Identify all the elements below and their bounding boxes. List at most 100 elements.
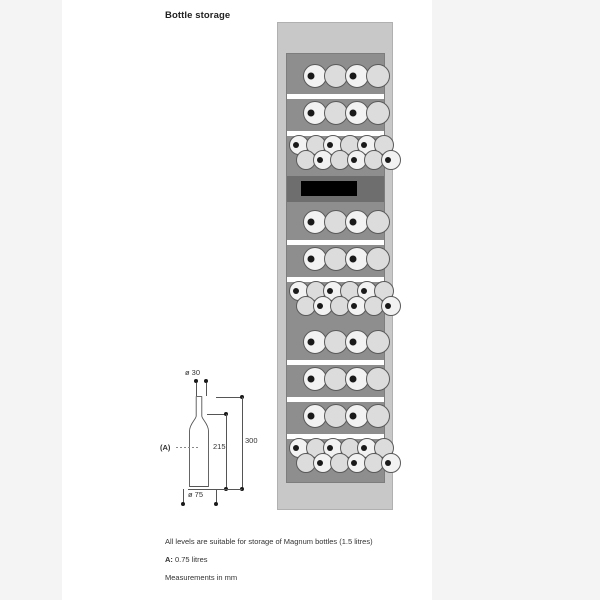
shelf-row (287, 134, 401, 176)
bottle-cap-icon (349, 375, 357, 383)
shelf-bar (287, 94, 384, 99)
bottle-cap-icon (360, 288, 367, 294)
shelf-row (287, 176, 384, 202)
bottle-cap-icon (316, 303, 323, 309)
bottle (303, 64, 327, 88)
cabinet-interior (286, 53, 401, 483)
bottle (313, 150, 333, 170)
bottle-cap-icon (384, 157, 391, 163)
bottle-cap-icon (307, 375, 315, 383)
base-dim-dot-left (181, 502, 185, 506)
total-height-label: 300 (245, 436, 258, 445)
shelf-bar (287, 131, 384, 136)
bottle (347, 296, 367, 316)
shelf-row (287, 437, 401, 479)
display-panel[interactable] (301, 181, 357, 196)
bottle-cap-icon (316, 157, 323, 163)
bottle-outline-icon (189, 396, 209, 487)
bottle-cap-icon (316, 460, 323, 466)
bottle (345, 404, 369, 428)
neck-dim-dot-right (204, 379, 208, 383)
total-height-dim-line (241, 396, 243, 489)
base-ext-line-left (182, 489, 184, 503)
bottle-cap-icon (307, 412, 315, 420)
bottle-cap-icon (349, 109, 357, 117)
bottle-cap-icon (307, 338, 315, 346)
bottle (313, 296, 333, 316)
baseline-ext-line (188, 488, 242, 490)
shelf-row (287, 280, 401, 322)
shelf-row (287, 97, 390, 136)
footnote-a-key: A: (165, 555, 173, 564)
bottle (303, 404, 327, 428)
base-dim-dot-right (214, 502, 218, 506)
bottle-cap-icon (307, 255, 315, 263)
neck-ext-line-left (195, 383, 197, 396)
bottle (345, 64, 369, 88)
bottle (366, 247, 390, 271)
bottle-cap-icon (349, 72, 357, 80)
footnote-a-value: 0.75 litres (172, 555, 208, 564)
bottle-cap-icon (349, 255, 357, 263)
bottle (366, 330, 390, 354)
total-height-ext-top (216, 396, 242, 398)
shelf-bar (287, 397, 384, 402)
bottle-cap-icon (350, 460, 357, 466)
bottle (345, 210, 369, 234)
bottle (366, 101, 390, 125)
bottle-cap-icon (307, 109, 315, 117)
bottle-cap-icon (349, 412, 357, 420)
bottle-cap-icon (326, 142, 333, 148)
bottle-cap-icon (350, 157, 357, 163)
bottle (381, 453, 401, 473)
bottle-cap-icon (292, 288, 299, 294)
footnote-all-levels: All levels are suitable for storage of M… (165, 537, 373, 546)
bottle (381, 150, 401, 170)
body-height-dim-line (225, 413, 227, 489)
bottle-cap-icon (292, 142, 299, 148)
shelf-row (287, 243, 390, 282)
page-title: Bottle storage (165, 10, 231, 21)
bottle (366, 64, 390, 88)
shelf-row (287, 363, 390, 402)
bottle (366, 367, 390, 391)
bottle-cap-icon (292, 445, 299, 451)
base-diameter-label: ø 75 (188, 490, 204, 499)
bottle-dimension-drawing: ø 30 300 215 (A) ø 75 (160, 368, 270, 513)
wine-cabinet (277, 22, 401, 510)
bottle-cap-icon (360, 142, 367, 148)
bottle-label-a: (A) (160, 443, 171, 452)
shelf-bar (287, 277, 384, 282)
bottle (366, 210, 390, 234)
bottle-cap-icon (384, 460, 391, 466)
shelf-bar (287, 434, 384, 439)
bottle (303, 101, 327, 125)
bottle-cap-icon (326, 288, 333, 294)
bottle (324, 367, 348, 391)
bottle-cap-icon (307, 72, 315, 80)
bottle (345, 367, 369, 391)
bottle (345, 330, 369, 354)
bottle-cap-icon (307, 218, 315, 226)
bottle-cap-icon (349, 218, 357, 226)
footnote-measurements: Measurements in mm (165, 573, 238, 582)
bottle (381, 296, 401, 316)
total-height-dot-bottom (240, 486, 244, 491)
shelf-row (287, 60, 390, 99)
footnote-bottle-a: A: 0.75 litres (165, 555, 208, 564)
shelf-row (287, 326, 390, 365)
label-a-leader-line (176, 447, 198, 448)
neck-diameter-label: ø 30 (185, 368, 201, 377)
bottle (347, 453, 367, 473)
bottle (303, 247, 327, 271)
body-height-ext-top (207, 413, 226, 415)
shelf-row (287, 400, 390, 439)
bottle-cap-icon (349, 338, 357, 346)
bottle (366, 404, 390, 428)
bottle (345, 247, 369, 271)
bottle (324, 330, 348, 354)
shelf-bar (287, 240, 384, 245)
shelf-bar (287, 360, 384, 365)
neck-ext-line-right (205, 383, 207, 396)
